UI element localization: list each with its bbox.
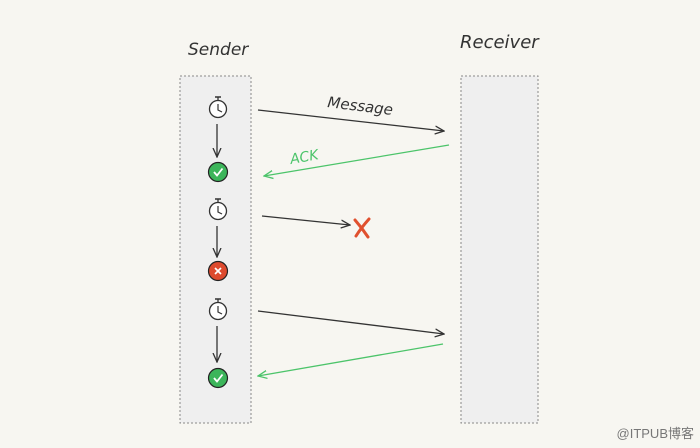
ack-arrow [258, 343, 444, 376]
message-arrow [257, 310, 444, 334]
receiver-lane [460, 75, 539, 424]
lost-message-arrow [261, 215, 350, 225]
watermark: @ITPUB博客 [617, 423, 694, 442]
timer-icon [208, 198, 228, 221]
ack-label: ACK [288, 147, 322, 168]
message-label: Message [327, 93, 394, 119]
lost-x-icon [353, 217, 371, 239]
timer-icon [208, 298, 228, 321]
ack-arrow [264, 144, 450, 176]
receiver-label: Receiver [460, 32, 540, 53]
success-check-icon [207, 161, 229, 183]
timer-icon [208, 96, 228, 119]
success-check-icon [207, 367, 229, 389]
watermark-text: @ITPUB博客 [616, 426, 694, 441]
failure-x-icon [207, 260, 229, 282]
message-arrow [257, 109, 444, 131]
sender-label: Sender [188, 40, 249, 60]
